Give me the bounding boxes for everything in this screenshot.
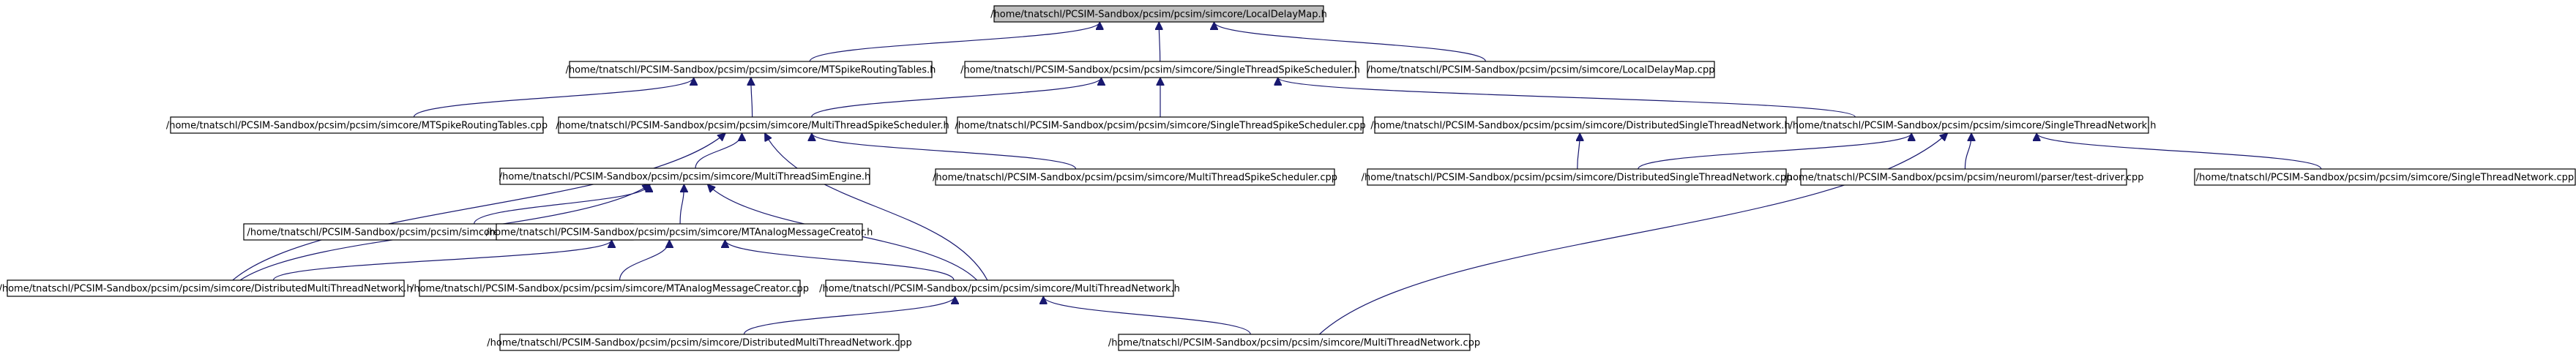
node-DistributedSingleThreadNetwork_h[interactable]: /home/tnatschl/PCSIM-Sandbox/pcsim/pcsim… bbox=[1370, 116, 1791, 134]
node-LocalDelayMap_cpp[interactable]: /home/tnatschl/PCSIM-Sandbox/pcsim/pcsim… bbox=[1367, 61, 1715, 78]
node-MultiThreadSpikeScheduler_cpp[interactable]: /home/tnatschl/PCSIM-Sandbox/pcsim/pcsim… bbox=[933, 168, 1337, 186]
node-box bbox=[170, 116, 544, 134]
node-label: /home/tnatschl/PCSIM-Sandbox/pcsim/pcsim… bbox=[411, 284, 809, 295]
edge-MTAnalogMessageCreator_cpp-to-MTAnalogMessageCreator_h bbox=[619, 239, 670, 281]
node-label: /home/tnatschl/PCSIM-Sandbox/pcsim/pcsim… bbox=[1790, 121, 2157, 132]
edge-MTSpikeRoutingTables_h-to-LocalDelayMap_h bbox=[809, 21, 1100, 62]
node-MultiThreadNetwork_cpp[interactable]: /home/tnatschl/PCSIM-Sandbox/pcsim/pcsim… bbox=[1108, 334, 1480, 351]
edge-DistributedMultiThreadNetwork_h-to-MultiThreadSpikeScheduler_h bbox=[232, 133, 725, 281]
node-label: /home/tnatschl/PCSIM-Sandbox/pcsim/pcsim… bbox=[1370, 121, 1790, 132]
node-label: /home/tnatschl/PCSIM-Sandbox/pcsim/pcsim… bbox=[955, 121, 1365, 132]
node-MultiThreadNetwork_h[interactable]: /home/tnatschl/PCSIM-Sandbox/pcsim/pcsim… bbox=[819, 279, 1180, 297]
node-label: /home/tnatschl/PCSIM-Sandbox/pcsim/pcsim… bbox=[2196, 173, 2574, 184]
node-box bbox=[935, 168, 1335, 186]
node-label: /home/tnatschl/PCSIM-Sandbox/pcsim/pcsim… bbox=[1367, 65, 1714, 76]
node-DistributedSingleThreadNetwork_cpp[interactable]: /home/tnatschl/PCSIM-Sandbox/pcsim/pcsim… bbox=[1362, 168, 1793, 186]
node-DistributedMultiThreadNetwork_cpp[interactable]: /home/tnatschl/PCSIM-Sandbox/pcsim/pcsim… bbox=[487, 334, 912, 351]
node-box bbox=[2194, 168, 2576, 186]
edge-test_driver_cpp-to-SingleThreadNetwork_h bbox=[1964, 133, 1971, 170]
edge-MultiThreadSpikeScheduler_h-to-SingleThreadSpikeScheduler_h bbox=[811, 77, 1102, 118]
node-box bbox=[993, 5, 1324, 23]
node-MTAnalogMessageCreator_h[interactable]: /home/tnatschl/PCSIM-Sandbox/pcsim/pcsim… bbox=[486, 223, 873, 241]
node-MTSpikeRoutingTables_h[interactable]: /home/tnatschl/PCSIM-Sandbox/pcsim/pcsim… bbox=[566, 61, 936, 78]
edge-MultiThreadSimEngine_cpp-to-MultiThreadSimEngine_h bbox=[474, 184, 649, 225]
node-label: /home/tnatschl/PCSIM-Sandbox/pcsim/pcsim… bbox=[1783, 173, 2143, 184]
node-SingleThreadNetwork_h[interactable]: /home/tnatschl/PCSIM-Sandbox/pcsim/pcsim… bbox=[1790, 116, 2157, 134]
edge-MultiThreadNetwork_cpp-to-MultiThreadNetwork_h bbox=[1043, 296, 1251, 335]
edge-DistributedMultiThreadNetwork_cpp-to-MultiThreadNetwork_h bbox=[743, 296, 955, 335]
edge-MultiThreadSpikeScheduler_h-to-MTSpikeRoutingTables_h bbox=[751, 78, 753, 118]
node-label: /home/tnatschl/PCSIM-Sandbox/pcsim/pcsim… bbox=[990, 10, 1327, 20]
node-box bbox=[825, 279, 1174, 297]
node-SingleThreadNetwork_cpp[interactable]: /home/tnatschl/PCSIM-Sandbox/pcsim/pcsim… bbox=[2194, 168, 2576, 186]
node-label: /home/tnatschl/PCSIM-Sandbox/pcsim/pcsim… bbox=[1362, 173, 1793, 184]
node-label: /home/tnatschl/PCSIM-Sandbox/pcsim/pcsim… bbox=[933, 173, 1337, 184]
node-DistributedMultiThreadNetwork_h[interactable]: /home/tnatschl/PCSIM-Sandbox/pcsim/pcsim… bbox=[0, 279, 413, 297]
edge-MultiThreadNetwork_h-to-MultiThreadSpikeScheduler_h bbox=[765, 133, 988, 281]
edge-SingleThreadNetwork_cpp-to-SingleThreadNetwork_h bbox=[2036, 132, 2322, 170]
edge-DistributedSingleThreadNetwork_cpp-to-SingleThreadNetwork_h bbox=[1638, 132, 1911, 170]
node-box bbox=[964, 61, 1356, 78]
node-box bbox=[569, 61, 933, 78]
node-box bbox=[1374, 116, 1787, 134]
edge-MTSpikeRoutingTables_cpp-to-MTSpikeRoutingTables_h bbox=[413, 77, 693, 118]
edge-MultiThreadSimEngine_h-to-MultiThreadSpikeScheduler_h bbox=[695, 132, 742, 169]
edge-MultiThreadNetwork_h-to-MTAnalogMessageCreator_h bbox=[725, 239, 955, 281]
node-box bbox=[1367, 61, 1715, 78]
node-SingleThreadSpikeScheduler_h[interactable]: /home/tnatschl/PCSIM-Sandbox/pcsim/pcsim… bbox=[960, 61, 1360, 78]
node-box bbox=[1800, 168, 2127, 186]
node-box bbox=[499, 334, 900, 351]
node-box bbox=[7, 279, 405, 297]
node-box bbox=[558, 116, 947, 134]
edge-SingleThreadNetwork_h-to-SingleThreadSpikeScheduler_h bbox=[1278, 77, 1856, 118]
node-MultiThreadSpikeScheduler_h[interactable]: /home/tnatschl/PCSIM-Sandbox/pcsim/pcsim… bbox=[556, 116, 949, 134]
node-box bbox=[419, 279, 801, 297]
node-label: /home/tnatschl/PCSIM-Sandbox/pcsim/pcsim… bbox=[566, 65, 936, 76]
node-label: /home/tnatschl/PCSIM-Sandbox/pcsim/pcsim… bbox=[166, 121, 548, 132]
node-MTAnalogMessageCreator_cpp[interactable]: /home/tnatschl/PCSIM-Sandbox/pcsim/pcsim… bbox=[411, 279, 809, 297]
edge-DistributedMultiThreadNetwork_h-to-MTAnalogMessageCreator_h bbox=[272, 239, 611, 281]
node-box bbox=[496, 223, 863, 241]
node-label: /home/tnatschl/PCSIM-Sandbox/pcsim/pcsim… bbox=[487, 338, 912, 349]
node-test_driver_cpp[interactable]: /home/tnatschl/PCSIM-Sandbox/pcsim/pcsim… bbox=[1783, 168, 2144, 186]
node-label: /home/tnatschl/PCSIM-Sandbox/pcsim/pcsim… bbox=[499, 172, 871, 183]
nodes-layer: /home/tnatschl/PCSIM-Sandbox/pcsim/pcsim… bbox=[0, 5, 2576, 351]
edge-LocalDelayMap_cpp-to-LocalDelayMap_h bbox=[1214, 21, 1487, 62]
node-MTSpikeRoutingTables_cpp[interactable]: /home/tnatschl/PCSIM-Sandbox/pcsim/pcsim… bbox=[166, 116, 548, 134]
node-LocalDelayMap_h[interactable]: /home/tnatschl/PCSIM-Sandbox/pcsim/pcsim… bbox=[990, 5, 1327, 23]
node-label: /home/tnatschl/PCSIM-Sandbox/pcsim/pcsim… bbox=[819, 284, 1180, 295]
edge-DistributedSingleThreadNetwork_cpp-to-DistributedSingleThreadNetwork_h bbox=[1578, 133, 1580, 170]
node-label: /home/tnatschl/PCSIM-Sandbox/pcsim/pcsim… bbox=[486, 228, 873, 238]
node-box bbox=[499, 168, 870, 185]
node-label: /home/tnatschl/PCSIM-Sandbox/pcsim/pcsim… bbox=[1108, 338, 1480, 349]
edges-layer bbox=[232, 21, 2322, 335]
edge-MultiThreadSpikeScheduler_cpp-to-MultiThreadSpikeScheduler_h bbox=[812, 132, 1077, 170]
node-label: /home/tnatschl/PCSIM-Sandbox/pcsim/pcsim… bbox=[0, 284, 413, 295]
node-MultiThreadSimEngine_h[interactable]: /home/tnatschl/PCSIM-Sandbox/pcsim/pcsim… bbox=[499, 168, 871, 185]
node-SingleThreadSpikeScheduler_cpp[interactable]: /home/tnatschl/PCSIM-Sandbox/pcsim/pcsim… bbox=[955, 116, 1366, 134]
edge-MultiThreadNetwork_cpp-to-SingleThreadNetwork_h bbox=[1318, 133, 1947, 335]
node-label: /home/tnatschl/PCSIM-Sandbox/pcsim/pcsim… bbox=[960, 65, 1360, 76]
node-box bbox=[957, 116, 1364, 134]
edge-SingleThreadSpikeScheduler_h-to-LocalDelayMap_h bbox=[1159, 22, 1160, 62]
edge-MTAnalogMessageCreator_h-to-MultiThreadSimEngine_h bbox=[679, 184, 684, 225]
node-box bbox=[1796, 116, 2149, 134]
node-box bbox=[1367, 168, 1787, 186]
node-label: /home/tnatschl/PCSIM-Sandbox/pcsim/pcsim… bbox=[556, 121, 949, 132]
node-box bbox=[1118, 334, 1471, 351]
